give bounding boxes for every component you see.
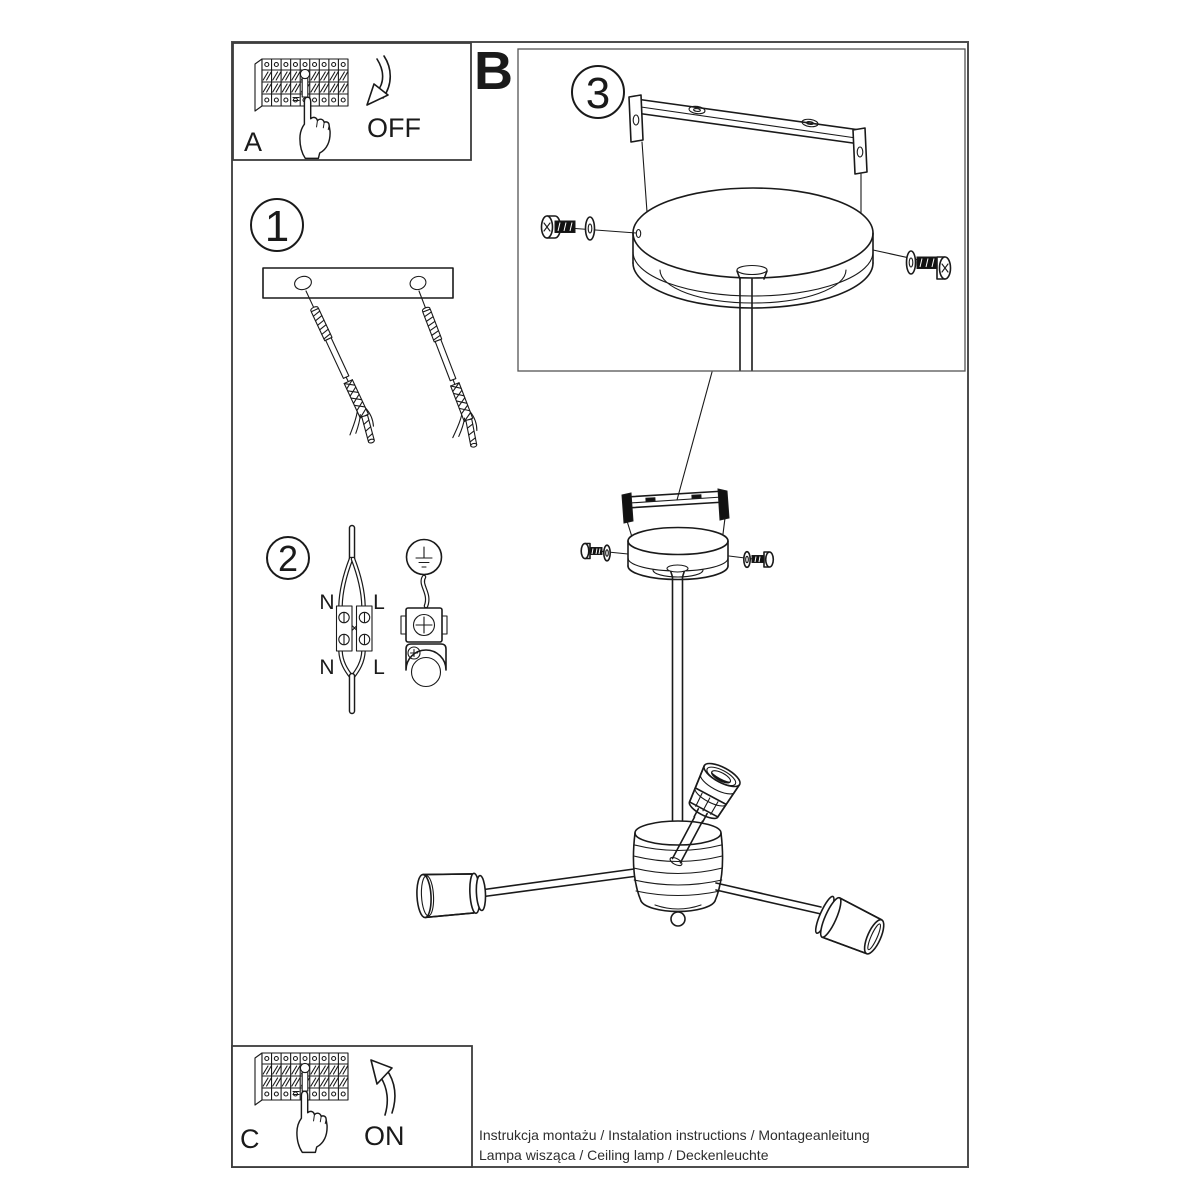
step2-section: 2 N L N L (266, 524, 448, 715)
off-direction-arrow-icon (366, 55, 392, 106)
on-label: ON (364, 1121, 405, 1151)
washer-icon (905, 250, 917, 275)
panel-c: C ON (231, 1045, 473, 1168)
wall-anchor-screw-icon (398, 288, 485, 454)
step-1-number: 1 (265, 202, 289, 251)
step-3-number: 3 (586, 69, 610, 118)
main-assembly (416, 371, 885, 955)
canopy-detail-drawing (632, 187, 874, 309)
circuit-breaker-panel-icon (254, 58, 349, 112)
footer-line2: Lampa wisząca / Ceiling lamp / Deckenleu… (479, 1147, 769, 1163)
hanging-rod-drawing (666, 564, 689, 823)
terminal-block-drawing (335, 605, 373, 652)
screw-icon (580, 542, 590, 560)
l-label-top: L (373, 591, 385, 614)
l-label-bottom: L (373, 656, 385, 679)
n-label-top: N (319, 591, 334, 614)
n-label-bottom: N (319, 656, 334, 679)
step1-section: 1 (250, 198, 485, 454)
washer-icon (584, 216, 596, 241)
step-2-number: 2 (278, 538, 298, 579)
canopy-drawing (627, 526, 729, 581)
footer-line1: Instrukcja montażu / Instalation instruc… (479, 1127, 870, 1143)
fixing-screw-left-assembly (540, 215, 637, 241)
bracket-drawing (621, 488, 730, 538)
off-label: OFF (367, 113, 421, 143)
lamp-arm-left (483, 868, 635, 898)
ring-terminal-drawing (405, 643, 447, 688)
lamp-socket-top (669, 762, 741, 867)
canopy-screw-left (580, 542, 629, 562)
page-frame (231, 41, 969, 1168)
lamp-body-drawing (632, 820, 724, 927)
panel-c-letter: C (240, 1124, 260, 1154)
mounting-strip-drawing (262, 267, 454, 299)
on-direction-arrow-icon (370, 1059, 396, 1116)
panel-a: A OFF (232, 42, 472, 161)
leader-line (676, 371, 713, 501)
panel-a-letter: A (244, 127, 262, 157)
washer-icon (602, 544, 611, 562)
fixing-screw-right-assembly (872, 249, 952, 280)
earth-terminal-drawing (400, 607, 448, 643)
mains-cable-drawing (338, 524, 366, 715)
canopy-screw-right (728, 550, 775, 569)
wall-anchor-screw-icon (286, 287, 383, 451)
ceiling-bracket-drawing (628, 94, 868, 215)
hanging-rod-top-drawing (736, 264, 768, 371)
footer: Instrukcja montażu / Instalation instruc… (479, 1127, 870, 1163)
step-number-badge-1: 1 (250, 198, 304, 252)
earth-symbol-icon (405, 538, 443, 576)
step-number-badge-3: 3 (571, 65, 625, 119)
lamp-socket-right (814, 895, 885, 955)
step-number-badge-2: 2 (266, 536, 310, 580)
earth-wire-drawing (420, 574, 430, 609)
washer-icon (742, 550, 751, 569)
screw-icon (764, 551, 775, 568)
section-b-letter: B (474, 41, 513, 101)
lamp-socket-left (416, 872, 487, 919)
step3-panel: 3 (517, 48, 966, 372)
bottom-knob (670, 911, 686, 927)
lamp-arm-right (715, 882, 822, 915)
